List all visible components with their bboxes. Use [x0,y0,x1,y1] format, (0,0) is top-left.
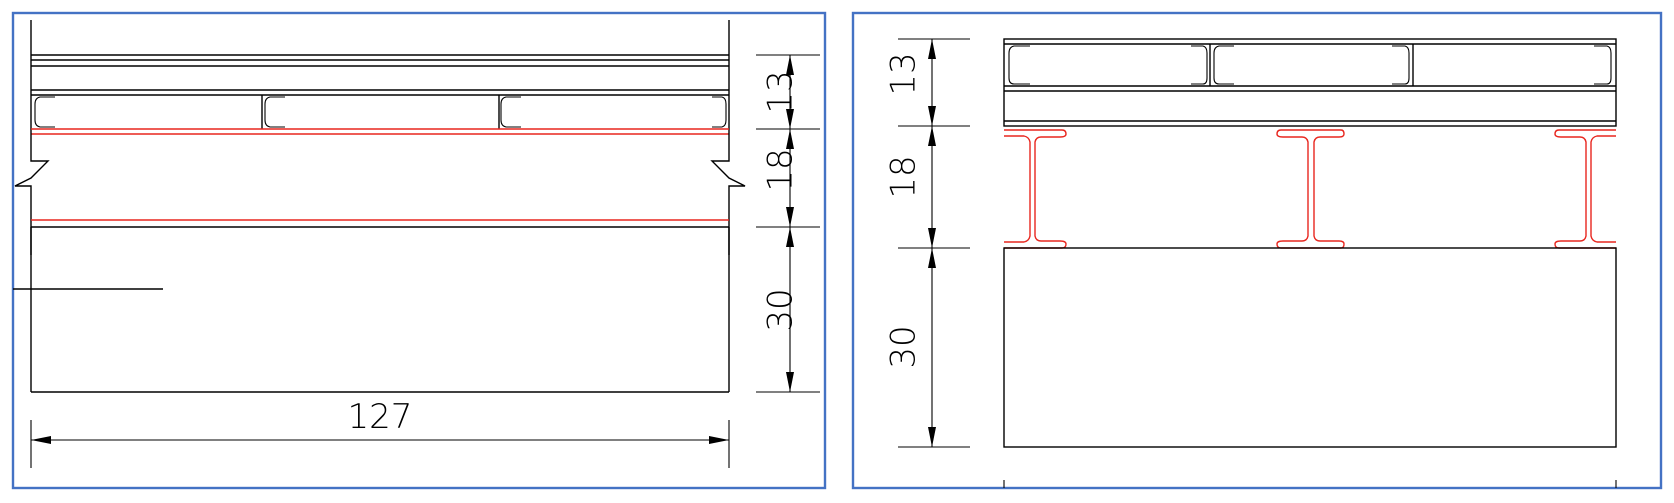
right-panel: 13 18 30 [851,11,1663,490]
left-dim-width-label: 127 [348,397,413,437]
left-middle-layer [14,130,746,255]
left-width-dimension [30,420,730,468]
left-panel: 13 18 30 127 [11,11,827,490]
right-dim-top-label: 13 [884,52,924,95]
left-bottom-block [13,227,730,393]
left-dim-middle-label: 18 [761,148,801,191]
right-dim-middle-label: 18 [884,155,924,198]
right-dim-bottom-label: 30 [884,325,924,368]
right-i-beams [1004,129,1616,249]
right-top-deck [1003,38,1617,127]
left-vertical-dimension [756,54,820,393]
right-bottom-block [1003,247,1617,488]
left-dim-bottom-label: 30 [761,288,801,331]
right-panel-frame [851,11,1663,490]
left-dim-top-label: 13 [761,70,801,113]
right-vertical-dimension [898,38,970,448]
left-top-deck [30,20,730,135]
left-panel-frame [11,11,827,490]
